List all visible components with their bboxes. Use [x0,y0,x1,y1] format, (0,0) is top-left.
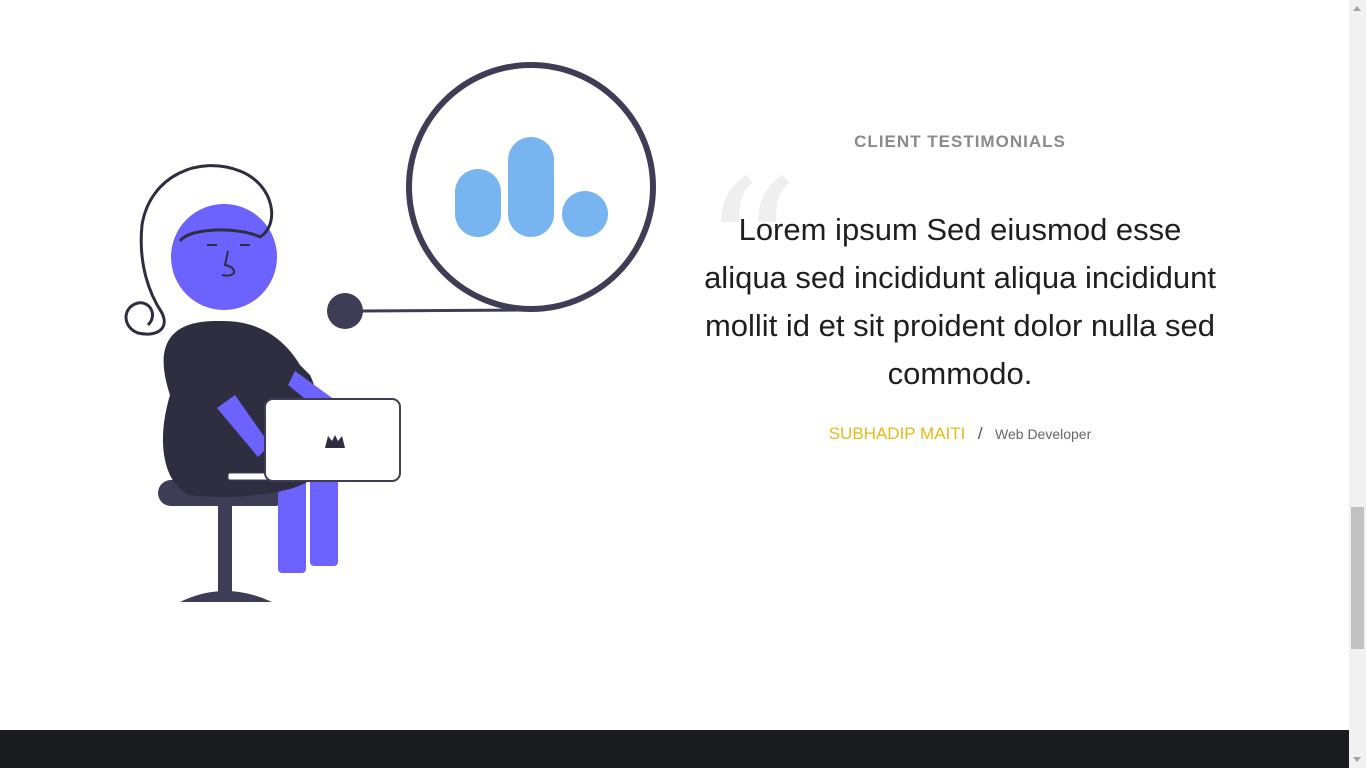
testimonial-author: SUBHADIP MAITI / Web Developer [700,424,1220,444]
author-role: Web Developer [995,426,1092,442]
arrow-down-icon [1353,757,1361,762]
chair [158,480,288,602]
footer-bar [0,730,1349,768]
scrollbar-thumb[interactable] [1351,507,1364,649]
vertical-scrollbar[interactable] [1349,0,1366,768]
testimonial-quote: Lorem ipsum Sed eiusmod esse aliqua sed … [704,212,1216,391]
author-separator: / [977,424,983,443]
arm-front [217,395,270,457]
laptop [227,398,401,482]
legs [278,473,338,573]
face [207,244,250,277]
testimonial-block: CLIENT TESTIMONIALS “ Lorem ipsum Sed ei… [700,128,1220,444]
hair [124,164,274,336]
section-label: CLIENT TESTIMONIALS [854,132,1066,151]
bar-chart-icon [455,137,608,237]
quote-mark-icon: “ [702,140,800,361]
testimonials-section: CLIENT TESTIMONIALS “ Lorem ipsum Sed ei… [110,55,1220,615]
scroll-down-button[interactable] [1349,751,1366,768]
head [171,204,277,310]
person-with-laptop-illustration [110,55,670,615]
author-name: SUBHADIP MAITI [828,424,966,443]
laptop-logo-icon [325,435,345,448]
scroll-up-button[interactable] [1349,0,1366,17]
arrow-up-icon [1353,6,1361,11]
quote-wrap: “ Lorem ipsum Sed eiusmod esse aliqua se… [700,156,1220,398]
